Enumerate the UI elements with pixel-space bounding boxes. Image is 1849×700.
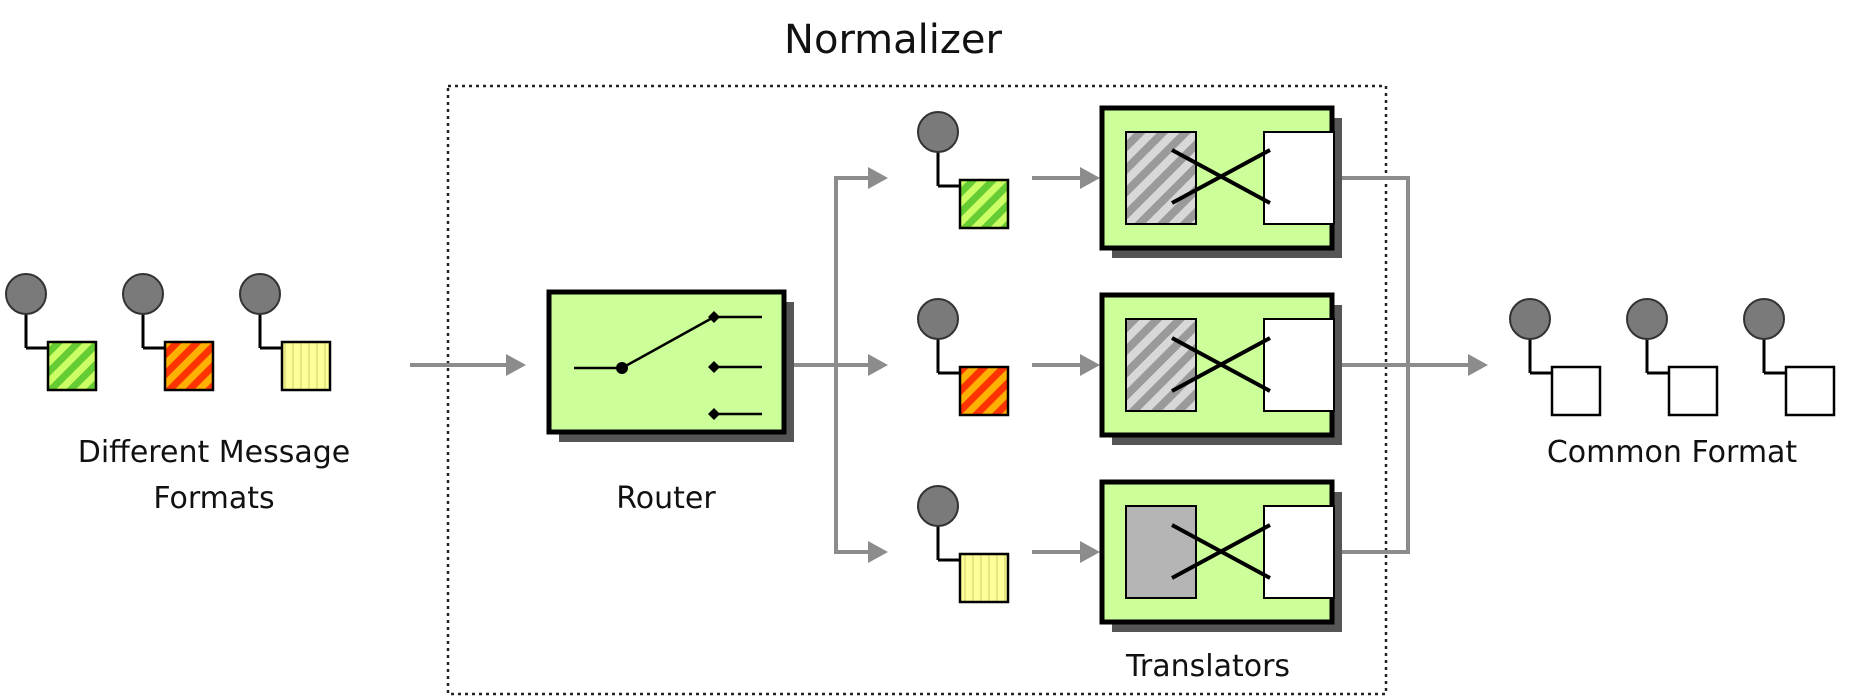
output-message-1 — [1508, 297, 1602, 417]
input-message-green — [4, 272, 98, 392]
routed-message-yellow — [916, 484, 1010, 604]
translator-icon — [1171, 148, 1271, 205]
translator-icon — [1171, 336, 1271, 393]
normalizer-boundary — [446, 84, 1388, 696]
diagram-title: Normalizer — [784, 17, 1002, 63]
translator-red — [1102, 295, 1342, 445]
input-caption-line2: Formats — [153, 481, 274, 516]
output-fanin — [1342, 176, 1488, 554]
translators-label: Translators — [1125, 649, 1290, 684]
input-message-red — [121, 272, 215, 392]
translator-green — [1102, 108, 1342, 258]
routed-message-red — [916, 297, 1010, 417]
translator-yellow — [1102, 482, 1342, 632]
routed-message-green — [916, 110, 1010, 230]
input-message-yellow — [238, 272, 332, 392]
router-switch-icon — [574, 311, 762, 420]
router-label: Router — [616, 481, 716, 516]
translator-input-arrows — [1032, 167, 1100, 563]
output-message-2 — [1625, 297, 1719, 417]
router — [546, 289, 794, 442]
output-message-3 — [1742, 297, 1836, 417]
arrow-icon — [410, 354, 526, 376]
input-caption-line1: Different Message — [78, 435, 351, 470]
translator-icon — [1171, 523, 1271, 580]
router-fanout — [794, 167, 888, 563]
output-caption: Common Format — [1547, 435, 1798, 470]
